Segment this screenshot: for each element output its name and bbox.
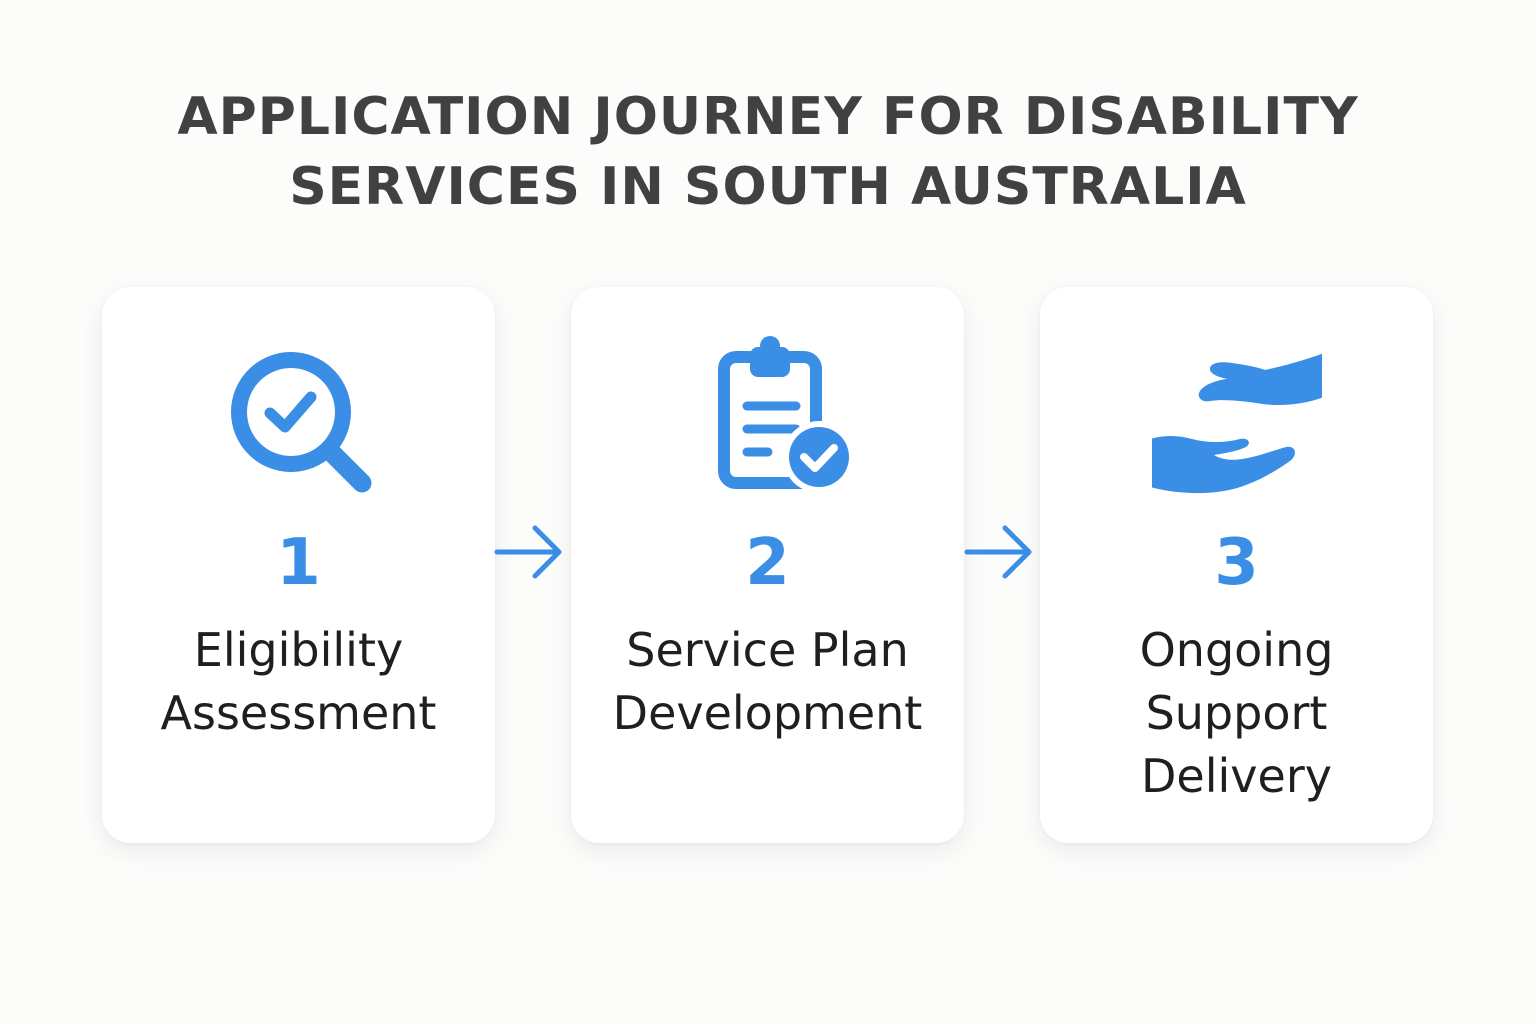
- step-number: 3: [1214, 526, 1259, 600]
- step-label-line: Delivery: [1141, 749, 1332, 803]
- magnifier-check-icon: [214, 335, 384, 505]
- step-label-line: Development: [612, 686, 923, 740]
- step-label-line: Eligibility: [193, 623, 404, 677]
- step-number: 2: [745, 526, 790, 600]
- step-label: Service Plan Development: [571, 619, 964, 745]
- step-label: Ongoing Support Delivery: [1040, 619, 1433, 808]
- page-title: APPLICATION JOURNEY FOR DISABILITY SERVI…: [0, 82, 1536, 222]
- clipboard-check-icon: [683, 335, 853, 505]
- step-card-service-plan: 2 Service Plan Development: [571, 287, 964, 843]
- arrow-right-icon: [963, 522, 1035, 582]
- title-line-1: APPLICATION JOURNEY FOR DISABILITY: [177, 87, 1359, 147]
- step-label-line: Ongoing: [1139, 623, 1334, 677]
- step-number: 1: [276, 526, 321, 600]
- step-card-ongoing-support: 3 Ongoing Support Delivery: [1040, 287, 1433, 843]
- step-card-eligibility: 1 Eligibility Assessment: [102, 287, 495, 843]
- arrow-right-icon: [493, 522, 565, 582]
- title-line-2: SERVICES IN SOUTH AUSTRALIA: [289, 157, 1247, 217]
- step-label: Eligibility Assessment: [102, 619, 495, 745]
- step-label-line: Assessment: [160, 686, 437, 740]
- step-label-line: Service Plan: [626, 623, 909, 677]
- helping-hands-icon: [1151, 335, 1322, 505]
- step-label-line: Support: [1145, 686, 1328, 740]
